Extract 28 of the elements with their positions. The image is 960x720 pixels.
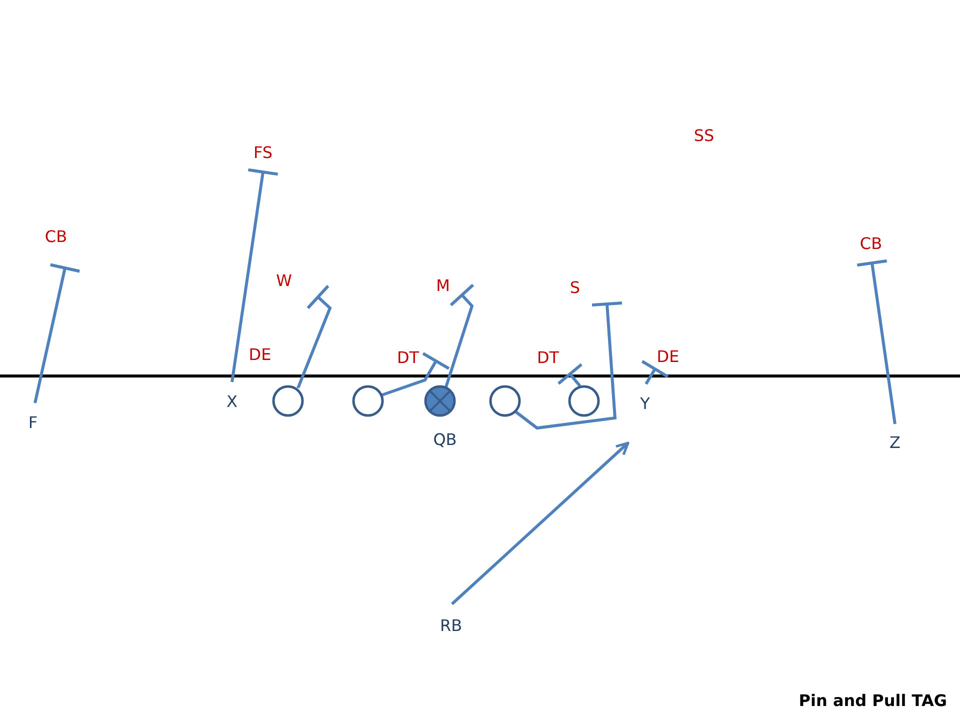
- player-label: RB: [440, 617, 462, 635]
- block-line: [382, 352, 450, 396]
- defender-label: CB: [860, 235, 882, 253]
- block-line: [444, 283, 475, 388]
- block-line: [296, 284, 332, 389]
- defender-label: DT: [536, 349, 560, 367]
- block-line: [230, 168, 280, 382]
- defender-label: FS: [253, 144, 273, 162]
- play-caption: Pin and Pull TAG: [798, 691, 947, 710]
- block-line: [640, 360, 670, 385]
- defender-label: SS: [694, 127, 714, 145]
- block-line: [856, 259, 896, 424]
- player-label: QB: [433, 431, 457, 449]
- block-line: [556, 362, 584, 387]
- player-label: X: [226, 393, 238, 411]
- defender-label: DE: [656, 348, 680, 366]
- defender-label: CB: [44, 228, 68, 246]
- defender-label: M: [436, 277, 450, 295]
- route-arrow: [450, 442, 630, 606]
- defender-label: DE: [248, 346, 272, 364]
- player-label: F: [28, 414, 38, 432]
- defender-label: DT: [396, 349, 420, 367]
- defender-label: W: [276, 272, 292, 290]
- player-label: Z: [890, 434, 900, 452]
- player-label: Y: [640, 395, 650, 413]
- block-line: [34, 263, 82, 404]
- block-line: [515, 301, 624, 430]
- defender-label: S: [570, 279, 580, 297]
